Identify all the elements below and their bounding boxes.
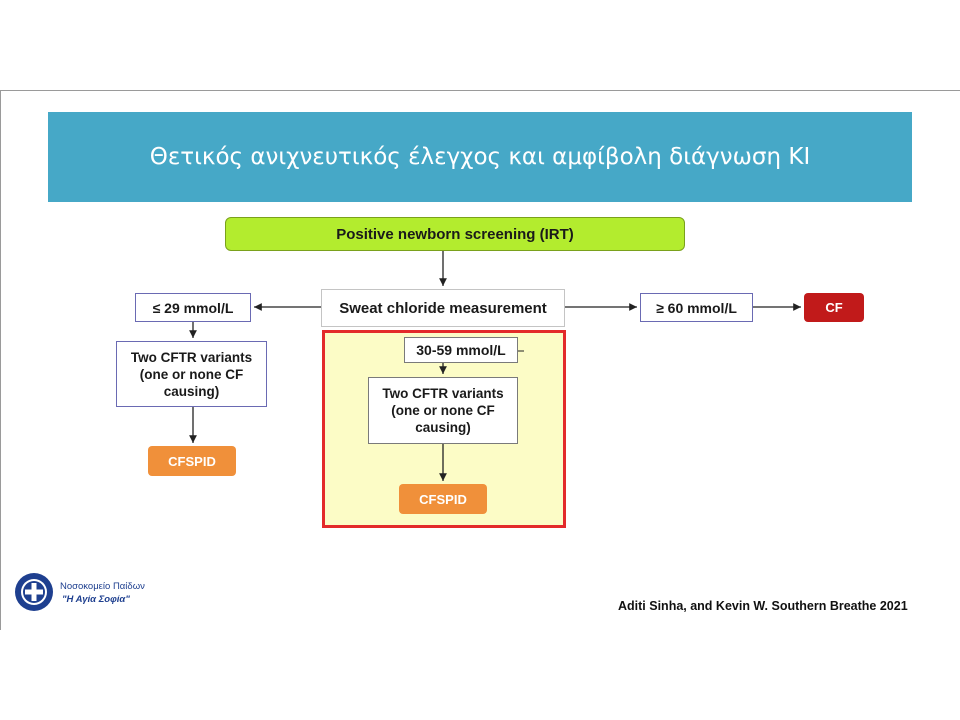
cftr-left-line-2: (one or none CF <box>139 366 244 382</box>
slide-title: Θετικός ανιχνευτικός έλεγχος και αμφίβολ… <box>149 144 811 170</box>
citation: Aditi Sinha, and Kevin W. Southern Breat… <box>618 599 908 613</box>
cftr-variants-mid-box: Two CFTR variants (one or none CF causin… <box>368 377 518 444</box>
cftr-variants-left-box: Two CFTR variants (one or none CF causin… <box>116 341 267 407</box>
cftr-mid-line-2: (one or none CF <box>391 403 495 418</box>
cfspid-left-box: CFSPID <box>148 446 236 476</box>
cftr-left-line-1: Two CFTR variants <box>130 349 253 365</box>
cftr-mid-line-3: causing) <box>415 420 471 435</box>
hospital-name: Νοσοκομείο Παίδων <box>60 581 145 592</box>
mid-range-box: 30-59 mmol/L <box>404 337 518 363</box>
cfspid-mid-box: CFSPID <box>399 484 487 514</box>
sweat-chloride-box: Sweat chloride measurement <box>321 289 565 327</box>
cftr-mid-line-1: Two CFTR variants <box>382 386 504 401</box>
hospital-logo-icon <box>15 573 53 611</box>
cftr-left-line-3: causing) <box>163 383 220 399</box>
cf-result-box: CF <box>804 293 864 322</box>
title-banner: Θετικός ανιχνευτικός έλεγχος και αμφίβολ… <box>48 112 912 202</box>
high-threshold-box: ≥ 60 mmol/L <box>640 293 753 322</box>
hospital-subtitle: "Η Αγία Σοφία" <box>62 594 130 605</box>
low-threshold-box: ≤ 29 mmol/L <box>135 293 251 322</box>
screening-box: Positive newborn screening (IRT) <box>225 217 685 251</box>
